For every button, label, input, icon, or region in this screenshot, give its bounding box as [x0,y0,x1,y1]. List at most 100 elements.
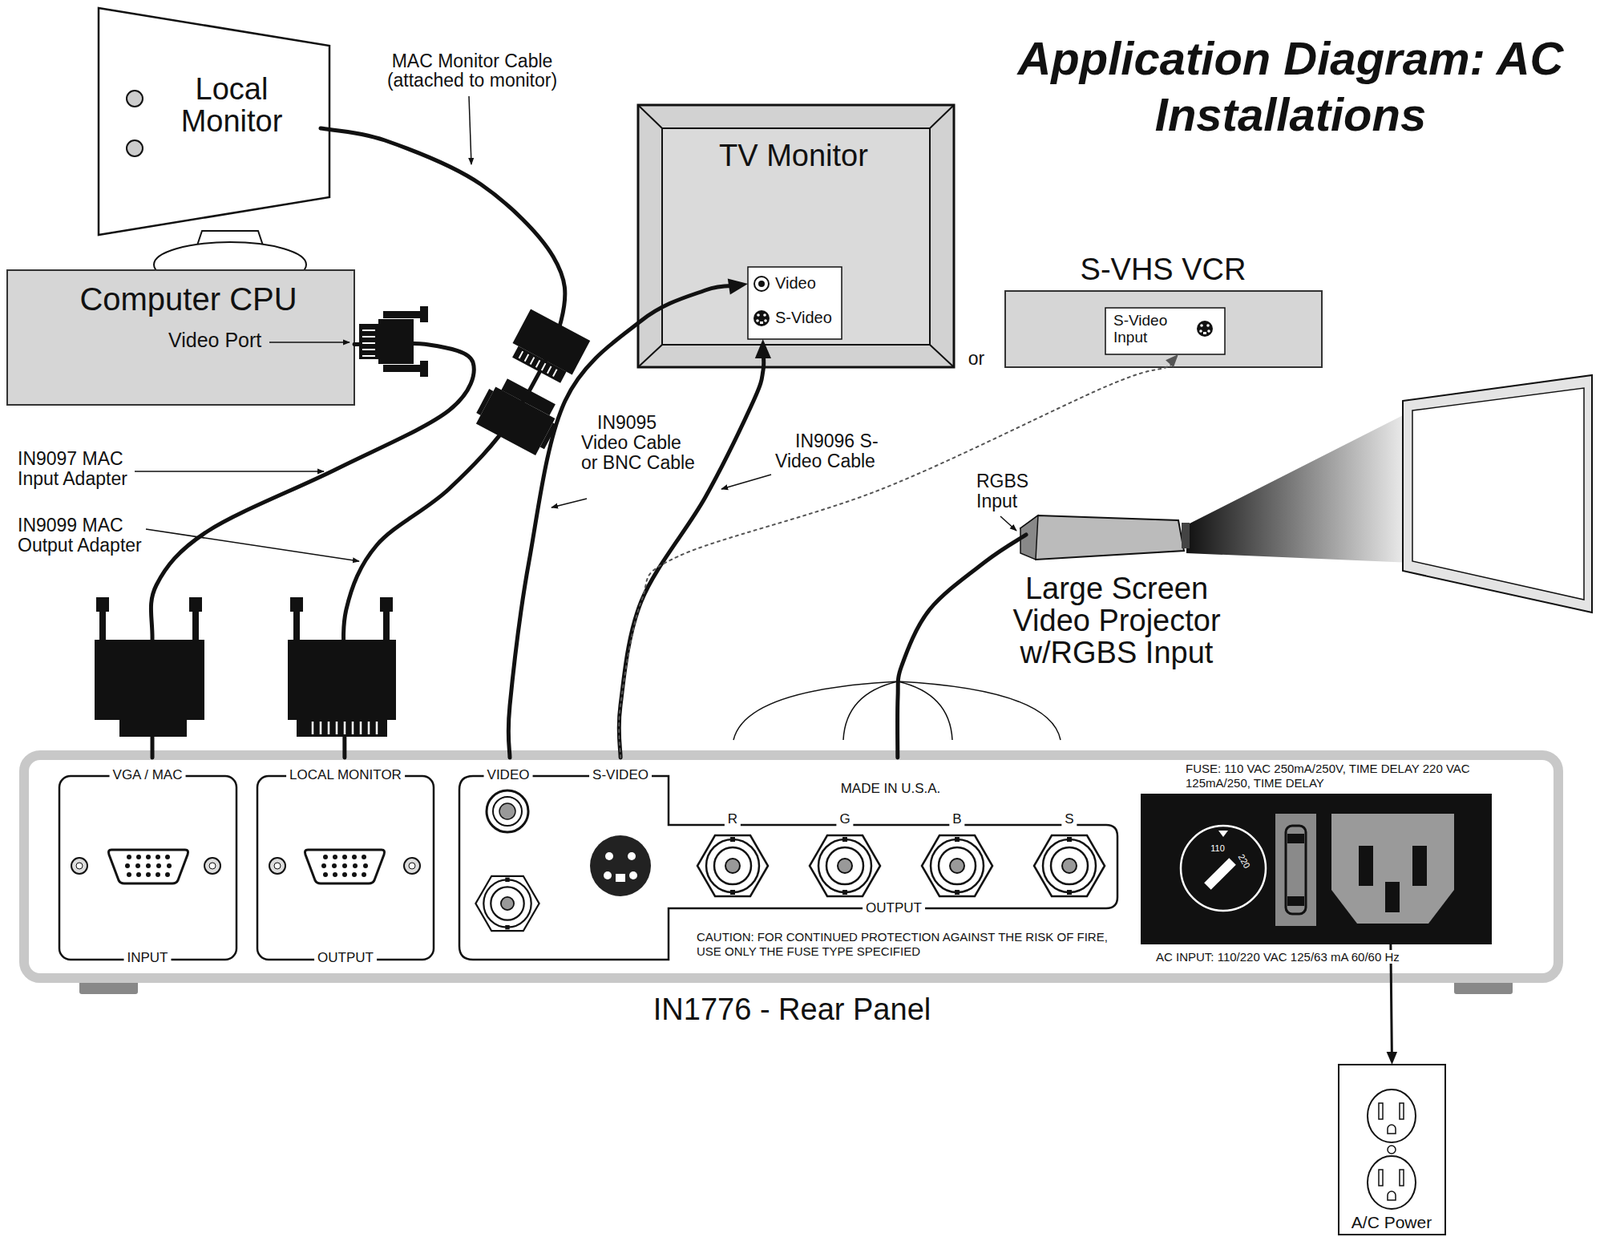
pin-dot [155,854,161,860]
cpu-box: Computer CPUVideo Port [7,270,355,405]
jack-label: Video [775,274,817,293]
part-callout: IN9099 MAC Output Adapter [17,515,154,557]
pin-dot [166,863,172,869]
wall-outlet [1387,1191,1396,1200]
leader-line [134,470,324,473]
pin-dot [331,863,337,869]
vcr-label: S-VHS VCR [1080,252,1247,288]
voltage-mark: 220 [1236,852,1253,870]
cable-connector [897,534,1027,758]
video-projector [1020,515,1184,560]
rgbs-fan-wires [897,681,1061,740]
input-plug [189,597,203,612]
or-label: or [968,347,985,369]
part-callout: IN9096 S-Video Cable [775,431,900,472]
power-module [1385,881,1400,913]
svhs-vcr [1005,290,1322,368]
pin-dot [352,863,358,869]
leader-line [468,96,472,165]
rgbs-fan-wires [733,681,898,740]
cpu-plug [420,360,429,377]
mac-adapter-plug [519,351,558,376]
cable-connector [618,354,1179,758]
input-panel: VideoS-Video [747,266,842,340]
tv-monitor-box: TV MonitorVideoS-Video [638,105,954,368]
output-plug [290,597,304,612]
wall-outlet [1378,1169,1383,1186]
leader-line [551,498,587,508]
output-plug [287,597,396,737]
port-group: VGA / MACINPUT [59,757,237,962]
input-panel: S-Video Input [1105,307,1225,355]
output-plug [379,597,393,612]
power-module [1275,813,1317,926]
group-label: INPUT [124,949,172,966]
wall-outlet [1378,1103,1383,1120]
power-module [1358,845,1374,886]
power-module [1285,825,1306,914]
power-module [1180,825,1266,911]
pin-dot [342,863,348,869]
diagram-title: Application Diagram: AC Installations [1010,30,1572,142]
mac-adapter-plug [512,346,567,384]
video-jacks [809,835,881,897]
jack-label: S-Video Input [1113,312,1178,347]
signal-name: S [1061,811,1077,828]
pin-dot [136,872,142,877]
mac-adapter-plug [540,422,558,449]
svhs-vcr [1196,320,1213,337]
pin-dot [351,872,357,877]
projector-body: RGBS InputLarge Screen Video Projector w… [1026,513,1187,562]
group-label: LOCAL MONITOR [286,767,405,784]
jack-label: S-Video [775,308,833,328]
leader-line [1000,516,1017,531]
input-plug [94,639,205,720]
mac-adapter-plug [506,309,590,387]
video-projector [1186,410,1413,563]
outlet-label: A/C Power [1351,1212,1432,1233]
tv-monitor [754,276,769,291]
wall-outlet [1367,1089,1416,1143]
power-module [1412,845,1427,886]
tv-monitor [747,266,842,340]
video-jacks [629,871,638,880]
db15-port [204,857,221,874]
db15-port [304,849,384,884]
video-jacks [627,852,636,861]
cable-connector [508,278,748,758]
monitor-label: Local Monitor [159,73,304,138]
wall-outlet [1367,1155,1416,1209]
wall-outlet: A/C Power [1338,1064,1446,1235]
signal-name: G [836,811,853,828]
cpu-plug [359,323,379,360]
power-module [1140,793,1492,945]
pin-dot [145,872,151,877]
video-projector [1181,522,1190,549]
db15-port [71,849,421,884]
pin-dot [351,854,357,860]
power-module: FUSE: 110 VAC 250mA/250V, TIME DELAY 220… [1140,793,1492,945]
output-plug [287,639,396,720]
svhs-vcr [1005,290,1322,368]
tv-monitor [638,105,954,368]
arrow-head [755,339,772,359]
wall-outlet [1399,1169,1404,1186]
video-jacks [475,876,539,931]
power-module [1287,896,1305,906]
vcr-box: S-VHS VCRS-Video Input [1005,290,1322,368]
fuse-note: FUSE: 110 VAC 250mA/250V, TIME DELAY 220… [1185,761,1479,791]
signal-name: R [724,811,741,828]
pin-dot [321,863,327,869]
pin-dot [165,854,170,860]
local-monitor [126,140,143,157]
rear-panel [24,755,1559,994]
wall-outlet [1338,1064,1446,1235]
pin-dot [342,872,348,877]
pin-dot [135,863,141,869]
group-label: VGA / MAC [109,767,186,784]
wall-outlet [1387,1124,1396,1134]
db15-port [76,862,83,869]
